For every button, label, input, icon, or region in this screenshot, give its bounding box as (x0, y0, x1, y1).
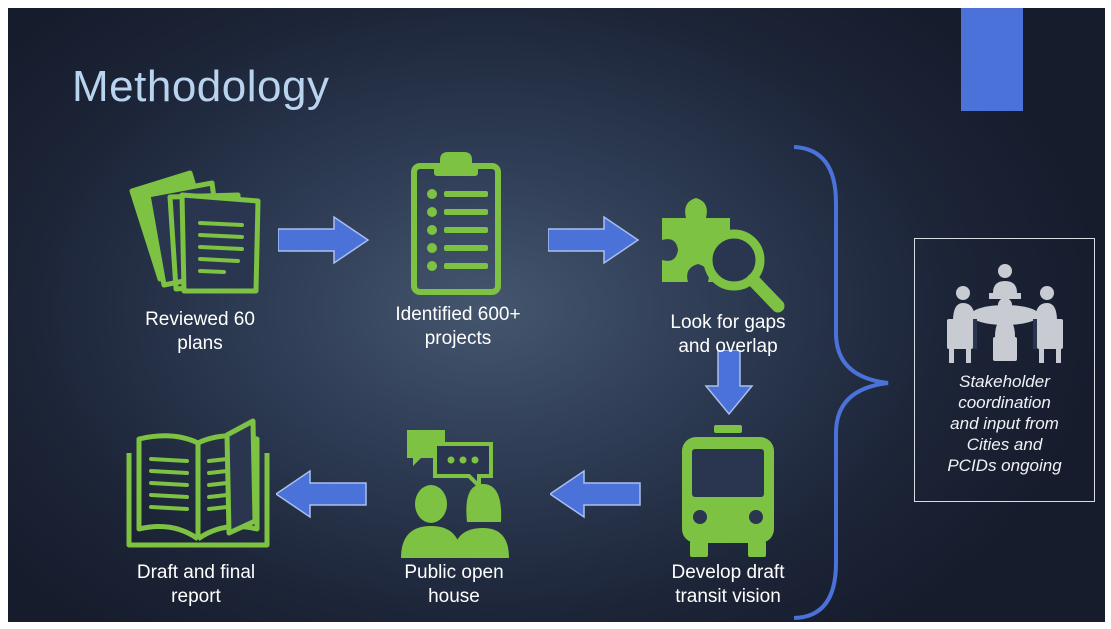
clipboard-checklist-icon (411, 152, 501, 295)
arrow-step1-to-step2 (278, 215, 370, 265)
open-book-icon (126, 418, 270, 548)
people-chat-icon (401, 430, 509, 558)
curly-brace (793, 145, 889, 620)
slide: Methodology (8, 8, 1105, 622)
stakeholder-box: Stakeholder coordination and input from … (914, 238, 1095, 502)
documents-icon (129, 170, 261, 294)
arrow-step4-to-step5 (550, 469, 641, 519)
accent-bar (961, 8, 1023, 111)
slide-title: Methodology (72, 62, 330, 111)
arrow-step5-to-step6 (276, 469, 367, 519)
step-label-identified-projects: Identified 600+projects (395, 304, 521, 349)
arrow-step3-to-step4 (704, 350, 754, 416)
meeting-table-icon (947, 264, 1063, 363)
puzzle-magnifier-icon (662, 198, 785, 313)
stakeholder-text: Stakeholder coordination and input from … (947, 372, 1062, 475)
bus-icon (682, 425, 774, 557)
arrow-step2-to-step3 (548, 215, 640, 265)
